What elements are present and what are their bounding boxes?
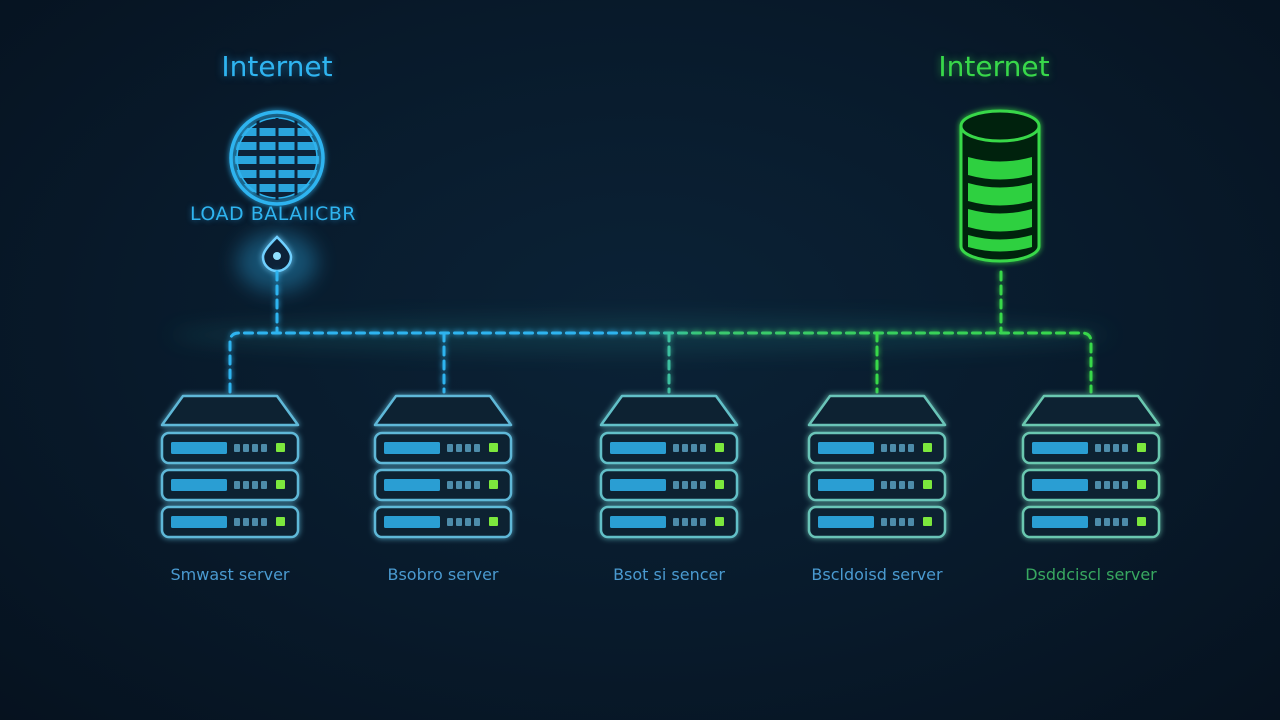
server-unit [373,505,513,539]
server-unit [807,468,947,502]
server-unit [160,431,300,465]
server-unit [807,505,947,539]
server-unit [373,431,513,465]
server-unit [1021,505,1161,539]
server-unit [1021,431,1161,465]
load-balancer-label: LOAD BALAIICBR [190,203,356,225]
database-icon [959,109,1041,263]
server-unit [599,431,739,465]
server-unit [599,505,739,539]
server-rack-icon [373,394,513,539]
internet-title-right: Internet [938,50,1050,83]
server-unit [373,468,513,502]
server-unit [1021,468,1161,502]
server-unit [807,431,947,465]
server-unit [160,468,300,502]
server-unit [599,468,739,502]
server-unit [160,505,300,539]
server-rack-icon [160,394,300,539]
server-label: Bsot si sencer [613,565,725,584]
server-rack-icon [599,394,739,539]
server-label: Dsddciscl server [1025,565,1157,584]
network-bus [228,331,1093,394]
server-rack-icon [1021,394,1161,539]
server-label: Bscldoisd server [811,565,943,584]
server-label: Smwast server [170,565,290,584]
globe-icon [229,110,325,206]
connector-lines [228,270,1093,394]
server-racks [160,394,1161,539]
server-rack-icon [807,394,947,539]
bus-glow [170,317,1110,353]
internet-title-left: Internet [221,50,333,83]
server-label: Bsobro server [387,565,499,584]
